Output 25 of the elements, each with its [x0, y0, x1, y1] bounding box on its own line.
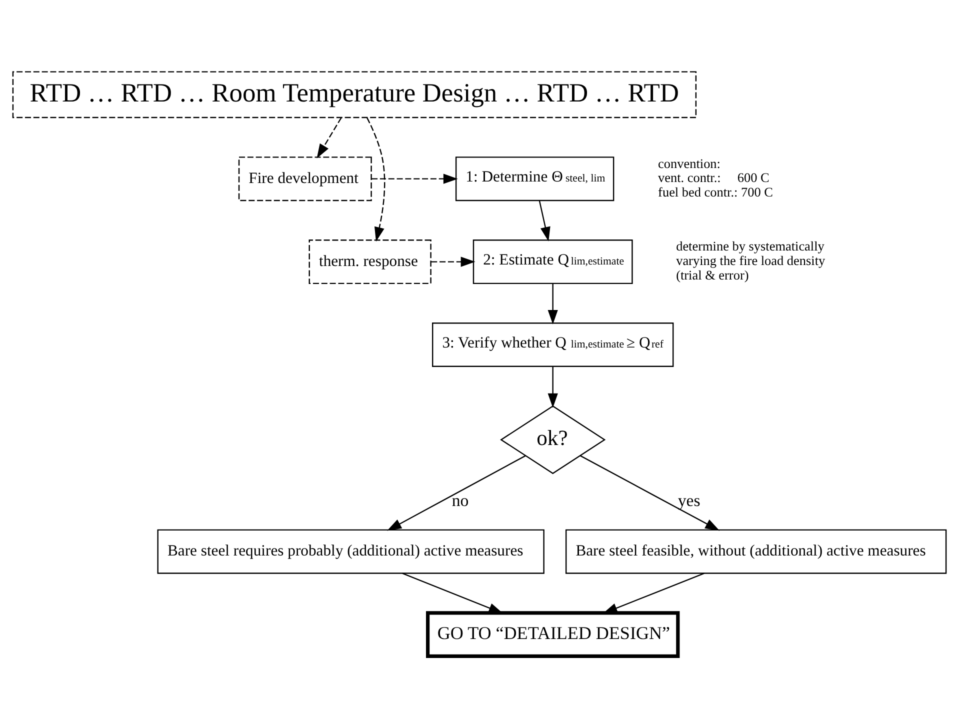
arrow [316, 116, 342, 158]
arrow [387, 454, 526, 530]
arrow [538, 200, 550, 241]
node-label: fuel bed contr.: 700 C [658, 184, 773, 200]
node-label: determine by systematically varying the fire load density (trial & error) [676, 238, 826, 282]
arrow [548, 366, 558, 408]
node-box: Bare steel requires probably (additional) active measures [157, 528, 544, 574]
node-diamond: ok? [500, 404, 606, 474]
edge-label: yes [678, 490, 700, 510]
node-box: therm. response [308, 239, 432, 284]
arrow [431, 256, 476, 266]
arrow [402, 572, 504, 614]
node-label: convention: [658, 155, 720, 170]
node-box: 2: Estimate Qlim,estimate [472, 239, 633, 284]
arrow [372, 173, 458, 184]
arrow [366, 117, 386, 242]
node-box: Bare steel feasible, without (additional) active measures [565, 528, 947, 574]
arrow [580, 454, 720, 530]
node-box: GO TO “DETAILED DESIGN” [426, 610, 680, 658]
edge-label: no [452, 490, 469, 510]
node-box: Fire development [238, 156, 372, 201]
node-box: RTD … RTD … Room Temperature Design … RTD … RTD [12, 70, 697, 118]
arrow [602, 572, 704, 614]
arrow [548, 283, 558, 324]
node-label: vent. contr.: 600 C [658, 170, 770, 185]
